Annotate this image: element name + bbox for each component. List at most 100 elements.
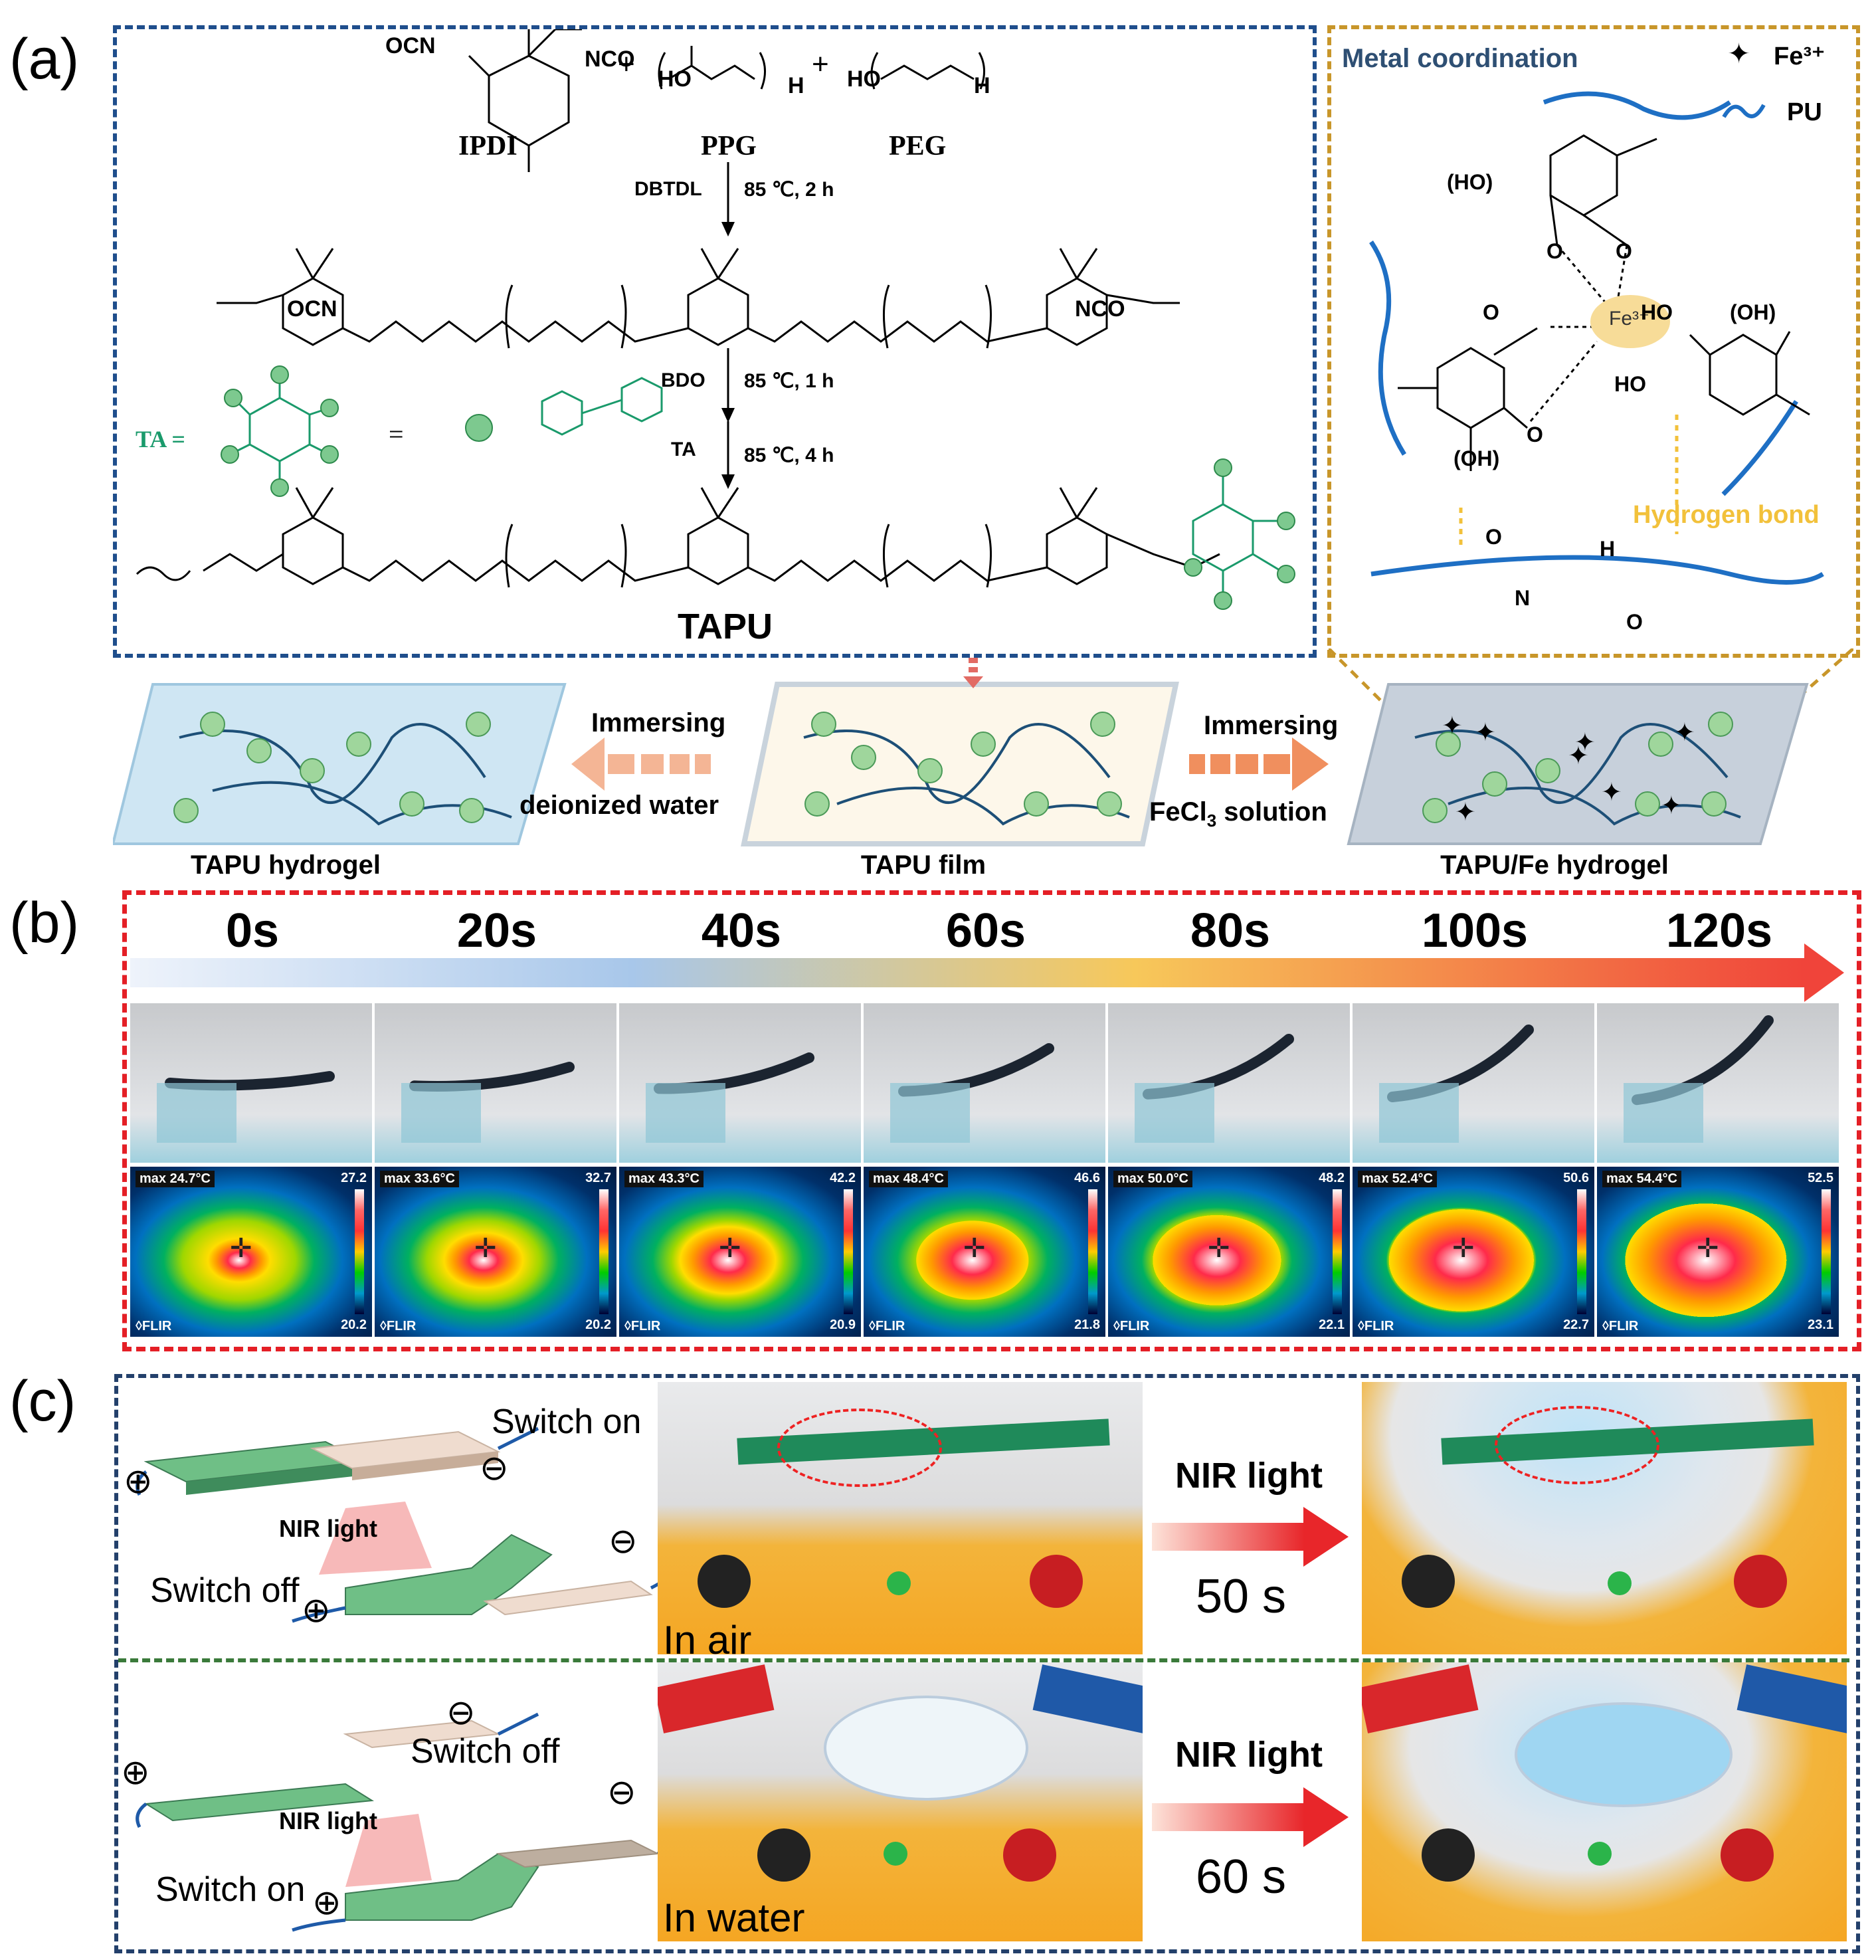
thermal-max-3: max 48.4°C: [869, 1171, 948, 1187]
bending-photo-1: [375, 1003, 616, 1163]
switch-box: [114, 1374, 1860, 1953]
thermal-max-4: max 50.0°C: [1113, 1171, 1192, 1187]
thermal-scale-high-2: 42.2: [830, 1171, 856, 1185]
thermal-max-0: max 24.7°C: [136, 1171, 215, 1187]
o-top-left: O: [1547, 239, 1563, 263]
crosshair-icon-6: ✛: [1697, 1234, 1719, 1263]
thermal-scale-high-4: 48.2: [1319, 1171, 1345, 1185]
switch-on-bottom: Switch on: [155, 1870, 306, 1909]
thermal-colorbar-4: [1333, 1189, 1342, 1314]
ho-right: HO: [1641, 300, 1673, 324]
nir-small-bottom: NIR light: [279, 1807, 377, 1834]
step3-catalyst: TA: [671, 439, 696, 460]
coordination-diagram: [1369, 91, 1824, 585]
pu-legend-icon: [1722, 104, 1766, 119]
thermal-scale-low-0: 20.2: [341, 1318, 367, 1332]
minus-top-1: ⊖: [480, 1449, 509, 1488]
time-label-1: 20s: [456, 904, 537, 957]
time-label-3: 60s: [945, 904, 1026, 957]
bending-photo-2: [619, 1003, 861, 1163]
bending-photo-5: [1353, 1003, 1594, 1163]
nir-small-top: NIR light: [279, 1515, 377, 1542]
in-water-label: In water: [663, 1896, 805, 1940]
thermal-scale-low-1: 20.2: [585, 1318, 611, 1332]
crosshair-icon-2: ✛: [719, 1234, 741, 1263]
step1-conditions: 85 ℃, 2 h: [744, 179, 834, 201]
circuit-photo-water-off: In water: [658, 1662, 1143, 1941]
flir-logo-4: ◊FLIR: [1113, 1319, 1150, 1333]
crosshair-icon-0: ✛: [230, 1234, 252, 1263]
process-row: ✦✦✦ ✦✦✦ ✦✦: [113, 658, 1809, 846]
oh-paren-bottom: (OH): [1454, 446, 1500, 470]
time-top: 50 s: [1195, 1570, 1287, 1623]
bending-photo-6: [1597, 1003, 1839, 1163]
thermal-scale-high-3: 46.6: [1074, 1171, 1100, 1185]
peg-ho: HO: [847, 66, 881, 92]
fe-legend-icon: ✦: [1727, 38, 1751, 69]
coordination-title: Metal coordination: [1342, 44, 1578, 73]
svg-text:✦: ✦: [1674, 719, 1695, 747]
thermal-max-2: max 43.3°C: [624, 1171, 704, 1187]
flir-logo-6: ◊FLIR: [1602, 1319, 1639, 1333]
plus-1: +: [618, 48, 635, 80]
synthesis-scheme: [136, 29, 1295, 610]
thermal-colorbar-2: [844, 1189, 853, 1314]
thermal-colorbar-6: [1822, 1189, 1831, 1314]
thermal-scale-low-6: 23.1: [1808, 1318, 1833, 1332]
immerse-water-bottom: deionized water: [519, 791, 719, 820]
step1-catalyst: DBTDL: [634, 178, 702, 200]
tapu-hydrogel-label: TAPU hydrogel: [191, 850, 381, 880]
svg-text:✦: ✦: [1568, 742, 1589, 770]
immerse-fecl3-bottom: FeCl3 solution: [1149, 797, 1327, 831]
ta-equals: TA =: [136, 426, 185, 452]
minus-bottom-2: ⊖: [607, 1773, 636, 1812]
bending-photo-3: [864, 1003, 1105, 1163]
prepolymer-ocn: OCN: [287, 296, 337, 322]
flir-logo-5: ◊FLIR: [1358, 1319, 1394, 1333]
panel-label-a: (a): [9, 27, 80, 91]
svg-text:✦: ✦: [1601, 779, 1622, 807]
svg-text:✦: ✦: [1442, 712, 1463, 740]
peg-label: PEG: [889, 131, 947, 161]
thermal-scale-high-1: 32.7: [585, 1171, 611, 1185]
plus-2: +: [812, 48, 829, 80]
circuit-photo-air-off: In air: [658, 1382, 1143, 1654]
thermal-scale-low-5: 22.7: [1563, 1318, 1589, 1332]
pu-legend-label: PU: [1787, 98, 1822, 126]
time-label-5: 100s: [1421, 904, 1529, 957]
svg-text:✦: ✦: [1475, 719, 1496, 747]
fe-legend-label: Fe³⁺: [1774, 43, 1826, 70]
bending-photo-0: [130, 1003, 372, 1163]
step3-conditions: 85 ℃, 4 h: [744, 444, 834, 466]
ipdi-nco: NCO: [585, 47, 635, 72]
coordination-box: [1327, 25, 1860, 658]
thermal-colorbar-3: [1088, 1189, 1097, 1314]
thermal-scale-high-5: 50.6: [1563, 1171, 1589, 1185]
time-label-0: 0s: [225, 904, 280, 957]
nir-arrow-top: [1152, 1507, 1349, 1567]
o-bottom: O: [1527, 423, 1543, 446]
crosshair-icon-5: ✛: [1452, 1234, 1475, 1263]
urethane-h-2: H: [1600, 537, 1616, 561]
ppg-label: PPG: [701, 131, 757, 161]
ppg-ho: HO: [658, 66, 692, 92]
nir-big-bottom: NIR light: [1175, 1735, 1323, 1775]
switch-off-top: Switch off: [150, 1571, 300, 1610]
flir-logo-0: ◊FLIR: [136, 1319, 172, 1333]
tapu-product-label: TAPU: [678, 607, 773, 646]
time-gradient-arrow: [130, 943, 1844, 1002]
o-top-right: O: [1616, 239, 1632, 263]
svg-text:✦: ✦: [1661, 792, 1682, 820]
minus-top-2: ⊖: [609, 1522, 638, 1561]
immerse-fecl3-top: Immersing: [1204, 711, 1339, 740]
thermal-scale-high-6: 52.5: [1808, 1171, 1833, 1185]
flir-logo-3: ◊FLIR: [869, 1319, 905, 1333]
step2-conditions: 85 ℃, 1 h: [744, 370, 834, 392]
urethane-n-1: N: [1515, 586, 1531, 610]
